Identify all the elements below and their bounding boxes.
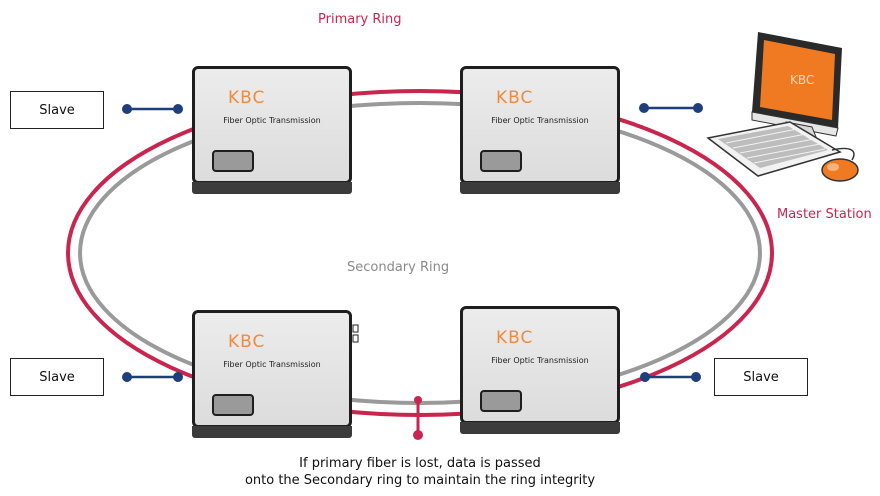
link-bottom-right	[640, 372, 701, 382]
device-port	[480, 150, 522, 172]
primary-ring-label: Primary Ring	[318, 12, 402, 27]
fiber-break-marker	[413, 396, 423, 440]
kbc-logo: KBC	[228, 88, 266, 108]
slave-label: Slave	[39, 369, 75, 385]
slave-box-top-left: Slave	[10, 91, 104, 129]
secondary-ring-label: Secondary Ring	[347, 260, 450, 275]
fiber-device-bottom-left: KBC Fiber Optic Transmission	[192, 310, 352, 438]
device-caption: Fiber Optic Transmission	[223, 360, 321, 369]
slave-box-bottom-right: Slave	[714, 358, 808, 396]
kbc-logo: KBC	[496, 328, 534, 348]
slave-label: Slave	[743, 369, 779, 385]
status-indicator-icon	[352, 324, 359, 343]
device-base	[192, 426, 352, 438]
device-port	[212, 394, 254, 416]
device-caption: Fiber Optic Transmission	[491, 356, 589, 365]
secondary-ring	[78, 101, 762, 405]
link-bottom-left	[122, 372, 183, 382]
fiber-device-top-right: KBC Fiber Optic Transmission	[460, 66, 620, 194]
note-line-2: onto the Secondary ring to maintain the …	[244, 473, 596, 488]
device-base	[192, 182, 352, 194]
device-port	[212, 150, 254, 172]
link-top-right	[639, 103, 703, 113]
device-port	[480, 390, 522, 412]
primary-ring	[66, 89, 774, 417]
note-line-1: If primary fiber is lost, data is passed	[299, 456, 541, 471]
slave-label: Slave	[39, 102, 75, 118]
screen-logo: KBC	[790, 73, 814, 87]
failover-note: If primary fiber is lost, data is passed…	[200, 455, 640, 489]
device-caption: Fiber Optic Transmission	[223, 116, 321, 125]
master-station-label: Master Station	[777, 207, 872, 222]
master-station-computer-icon: KBC	[706, 32, 859, 182]
kbc-logo: KBC	[496, 88, 534, 108]
link-top-left	[122, 104, 183, 114]
slave-box-bottom-left: Slave	[10, 358, 104, 396]
kbc-logo: KBC	[228, 332, 266, 352]
device-caption: Fiber Optic Transmission	[491, 116, 589, 125]
fiber-device-top-left: KBC Fiber Optic Transmission	[192, 66, 352, 194]
device-base	[460, 422, 620, 434]
device-base	[460, 182, 620, 194]
fiber-device-bottom-right: KBC Fiber Optic Transmission	[460, 306, 620, 434]
